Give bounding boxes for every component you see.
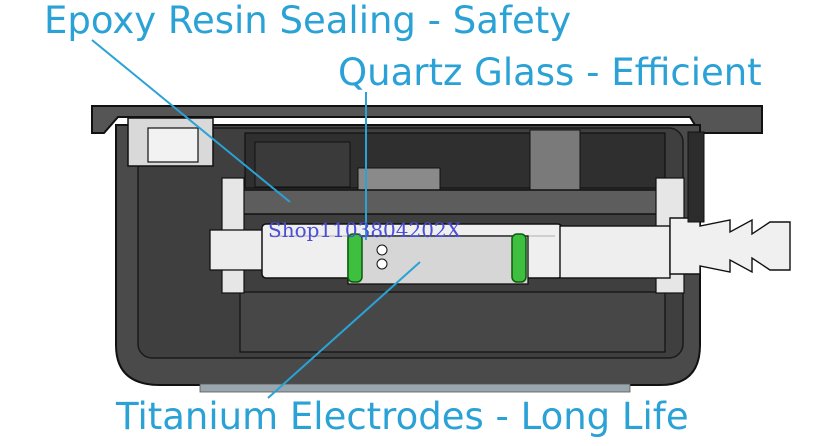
right-nozzle xyxy=(669,217,791,275)
epoxy-plate xyxy=(237,189,669,215)
electrode-pin xyxy=(376,258,388,270)
leader-titanium xyxy=(267,261,421,399)
watermark-text: Shop1103804202X xyxy=(268,218,461,242)
electrode-pin xyxy=(376,244,388,256)
left-pocket-insert xyxy=(147,127,199,163)
boss-left xyxy=(254,141,351,188)
bottom-plate xyxy=(199,383,631,393)
boss-right xyxy=(529,129,581,191)
boss-center xyxy=(357,167,441,191)
label-epoxy-resin: Epoxy Resin Sealing - Safety xyxy=(44,0,572,42)
leader-epoxy xyxy=(91,39,291,203)
label-quartz-glass: Quartz Glass - Efficient xyxy=(338,51,762,94)
label-titanium-electrodes: Titanium Electrodes - Long Life xyxy=(116,395,689,438)
oring-left xyxy=(347,233,363,283)
top-flange xyxy=(91,105,763,134)
oring-right xyxy=(511,233,527,283)
lower-chamber xyxy=(239,291,666,353)
titanium-electrode xyxy=(347,235,529,285)
left-tube xyxy=(209,229,271,271)
right-post xyxy=(687,131,705,223)
right-fitting xyxy=(559,225,671,279)
